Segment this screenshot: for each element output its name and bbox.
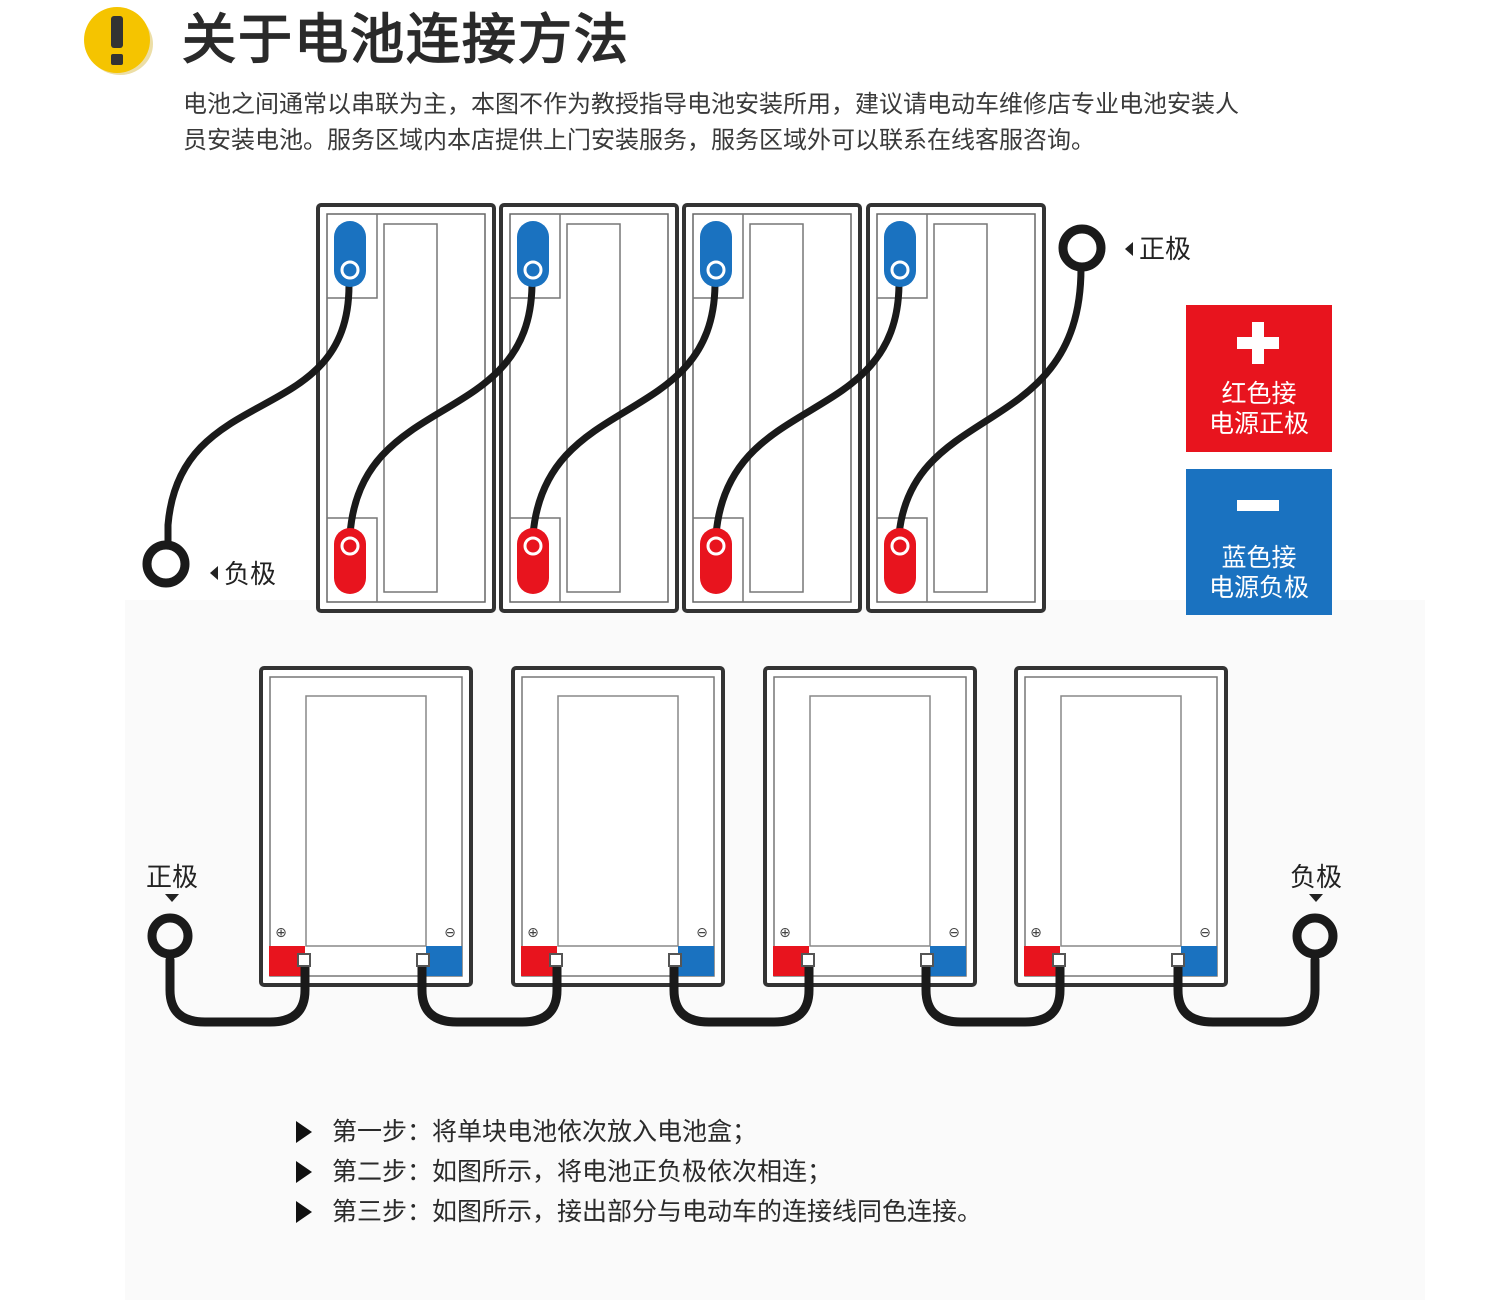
cable-2-3 (529, 281, 719, 539)
cable-positive-lead (895, 264, 1085, 539)
blue-terminal-icon (700, 221, 732, 287)
step-text: 第三步：如图所示，接出部分与电动车的连接线同色连接。 (332, 1197, 983, 1226)
warning-icon (84, 7, 153, 75)
top-terminals (334, 221, 916, 594)
step-list: 第一步：将单块电池依次放入电池盒； 第二步：如图所示，将电池正负极依次相连； 第… (296, 1112, 982, 1232)
bottom-battery-4: ⊕ ⊖ (1014, 666, 1228, 987)
legend-blue-line2: 电源负极 (1209, 573, 1309, 602)
minus-mark: ⊖ (948, 925, 960, 941)
cable-positive-lead (165, 955, 310, 1027)
bottom-positive-ring-icon (147, 913, 193, 959)
step-text: 第一步：将单块电池依次放入电池盒； (332, 1117, 758, 1146)
minus-mark: ⊖ (1199, 925, 1211, 941)
bottom-negative-label: 负极 (1290, 863, 1342, 893)
top-negative-label: 负极 (224, 560, 276, 590)
top-negative-ring-icon (142, 540, 190, 588)
plus-mark: ⊕ (275, 925, 287, 941)
red-terminal-icon (334, 528, 366, 594)
bottom-battery-2: ⊕ ⊖ (511, 666, 725, 987)
bottom-battery-3: ⊕ ⊖ (763, 666, 977, 987)
triangle-bullet-icon (296, 1121, 312, 1143)
cable-b3-b4 (921, 957, 1065, 1027)
step-text: 第二步：如图所示，将电池正负极依次相连； (332, 1157, 833, 1186)
bottom-positive-label: 正极 (146, 863, 198, 893)
legend-red-line2: 电源正极 (1209, 409, 1309, 438)
description: 电池之间通常以串联为主，本图不作为教授指导电池安装所用，建议请电动车维修店专业电… (183, 86, 1383, 158)
plus-mark: ⊕ (1030, 925, 1042, 941)
top-battery-3 (682, 203, 862, 613)
top-cables (164, 264, 1085, 549)
top-positive-label: 正极 (1139, 235, 1191, 265)
bottom-battery-1: ⊕ ⊖ (259, 666, 473, 987)
step-item: 第二步：如图所示，将电池正负极依次相连； (296, 1152, 982, 1192)
red-terminal-icon (884, 528, 916, 594)
description-line-1: 电池之间通常以串联为主，本图不作为教授指导电池安装所用，建议请电动车维修店专业电… (183, 90, 1239, 118)
triangle-bullet-icon (296, 1201, 312, 1223)
blue-terminal-icon (884, 221, 916, 287)
blue-terminal-icon (334, 221, 366, 287)
cable-negative-lead (1173, 955, 1320, 1027)
page-title: 关于电池连接方法 (182, 8, 630, 71)
minus-mark: ⊖ (696, 925, 708, 941)
bottom-terminal-caps (297, 953, 1185, 967)
minus-mark: ⊖ (444, 925, 456, 941)
cable-b1-b2 (417, 957, 562, 1027)
cable-1-2 (346, 281, 536, 539)
description-line-2: 员安装电池。服务区域内本店提供上门安装服务，服务区域外可以联系在线客服咨询。 (183, 126, 1095, 154)
red-terminal-icon (700, 528, 732, 594)
cable-negative-lead (164, 281, 353, 549)
top-battery-1 (316, 203, 496, 613)
top-positive-ring-icon (1058, 224, 1106, 272)
plus-mark: ⊕ (779, 925, 791, 941)
plus-mark: ⊕ (527, 925, 539, 941)
blue-terminal-icon (517, 221, 549, 287)
legend-blue-line1: 蓝色接 (1221, 543, 1296, 572)
legend-red-line1: 红色接 (1221, 379, 1296, 408)
legend-blue: 蓝色接 电源负极 (1186, 469, 1332, 615)
triangle-bullet-icon (296, 1161, 312, 1183)
cable-3-4 (712, 281, 903, 539)
bottom-negative-ring-icon (1292, 913, 1338, 959)
top-battery-2 (499, 203, 679, 613)
legend-red: 红色接 电源正极 (1186, 305, 1332, 452)
cable-b2-b3 (669, 957, 814, 1027)
top-battery-4 (866, 203, 1046, 613)
bottom-cables (165, 955, 1320, 1027)
step-item: 第一步：将单块电池依次放入电池盒； (296, 1112, 982, 1152)
step-item: 第三步：如图所示，接出部分与电动车的连接线同色连接。 (296, 1192, 982, 1232)
red-terminal-icon (517, 528, 549, 594)
